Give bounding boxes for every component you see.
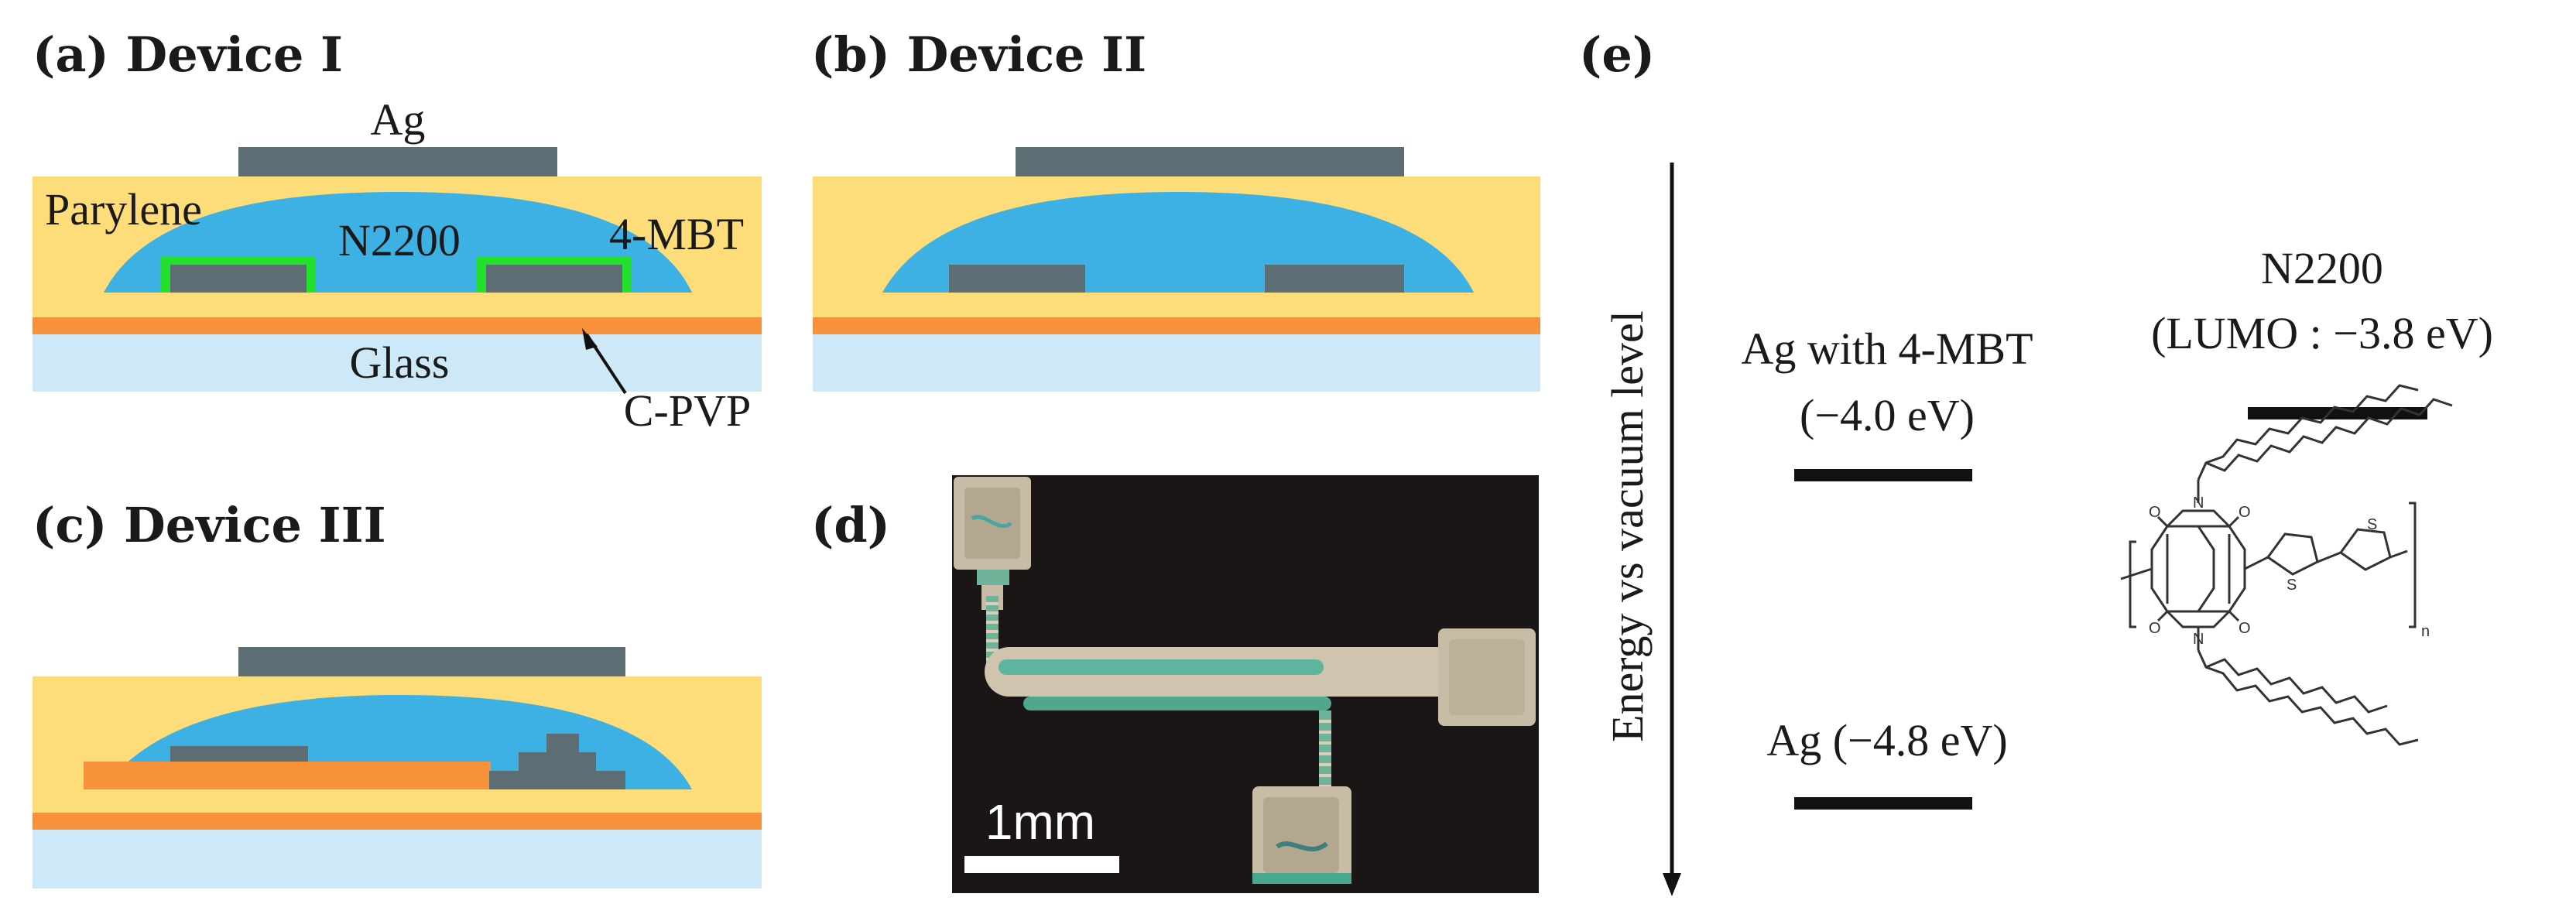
scale-bar [964, 856, 1119, 873]
channel-strip [999, 659, 1324, 675]
chem-o-3: O [2149, 620, 2161, 637]
channel-strip-lower [1023, 697, 1331, 710]
energy-axis-label: Energy vs vacuum level [1602, 310, 1653, 742]
chem-subscript-n: n [2421, 623, 2430, 640]
n2200-structure [2120, 384, 2453, 746]
ag-mbt-value: (−4.0 eV) [1800, 390, 1975, 440]
glass-layer [813, 334, 1540, 392]
drain-electrode [1265, 265, 1404, 293]
mbt-label: 4-MBT [609, 209, 744, 259]
panel-b: (b) Device II [811, 26, 1540, 392]
cpvp-layer [33, 317, 762, 334]
panel-d: (d) 1mm [811, 475, 1539, 893]
source-electrode [949, 265, 1085, 293]
top-bead-pattern [986, 602, 999, 661]
cpvp-arrowhead [582, 328, 598, 350]
bottom-pad-edge [1252, 873, 1351, 884]
ag-label: Ag [371, 94, 426, 145]
gate-electrode [238, 147, 557, 176]
energy-axis-arrowhead [1663, 873, 1681, 896]
bottom-bead-pattern [1319, 720, 1331, 788]
chem-o-2: O [2239, 504, 2251, 521]
panel-a: (a) Device I Ag Parylene N2200 4-MBT Gla… [33, 26, 762, 436]
panel-c: (c) Device III [33, 497, 762, 888]
drain-electrode [486, 265, 622, 293]
cpvp-layer [33, 813, 762, 830]
source-electrode [170, 746, 308, 762]
chem-o-1: O [2149, 504, 2161, 521]
bottom-pad-inner [1263, 797, 1339, 873]
top-connector-pad [977, 570, 1009, 585]
n2200-lumo: (LUMO : −3.8 eV) [2151, 308, 2493, 358]
ag-bare-level [1794, 797, 1972, 810]
chem-s-2: S [2367, 516, 2377, 533]
scale-bar-label: 1mm [985, 794, 1095, 850]
panel-e-label: (e) [1579, 26, 1655, 83]
chem-s-1: S [2287, 577, 2297, 594]
source-electrode [170, 265, 307, 293]
cpvp-step-layer [84, 762, 491, 789]
top-pad-mark [971, 515, 1012, 529]
right-pad-inner [1449, 639, 1525, 715]
panel-b-label: (b) Device II [811, 26, 1146, 83]
panel-a-label: (a) Device I [33, 26, 343, 83]
gate-electrode [1016, 147, 1404, 176]
glass-layer [33, 830, 762, 888]
chem-n-bottom: N [2193, 631, 2204, 648]
gate-electrode [238, 647, 625, 676]
chem-o-4: O [2239, 620, 2251, 637]
n2200-label: N2200 [338, 215, 461, 265]
panel-e: (e) Energy vs vacuum level N2200 (LUMO :… [1579, 26, 2493, 896]
ag-bare-label: Ag (−4.8 eV) [1766, 715, 2007, 765]
drain-electrode-stepped [489, 734, 625, 789]
parylene-label: Parylene [45, 184, 202, 235]
n2200-name: N2200 [2261, 243, 2383, 293]
glass-layer [33, 334, 762, 392]
panel-d-label: (d) [811, 497, 890, 553]
cpvp-label: C-PVP [624, 385, 751, 436]
cpvp-layer [813, 317, 1540, 334]
ag-mbt-level [1794, 469, 1972, 481]
glass-label: Glass [350, 337, 450, 388]
bottom-pad-mark [1276, 841, 1328, 852]
ag-mbt-name: Ag with 4-MBT [1742, 324, 2033, 374]
n2200-lumo-level [2248, 407, 2427, 419]
panel-c-label: (c) Device III [33, 497, 386, 553]
chem-n-top: N [2193, 495, 2204, 512]
